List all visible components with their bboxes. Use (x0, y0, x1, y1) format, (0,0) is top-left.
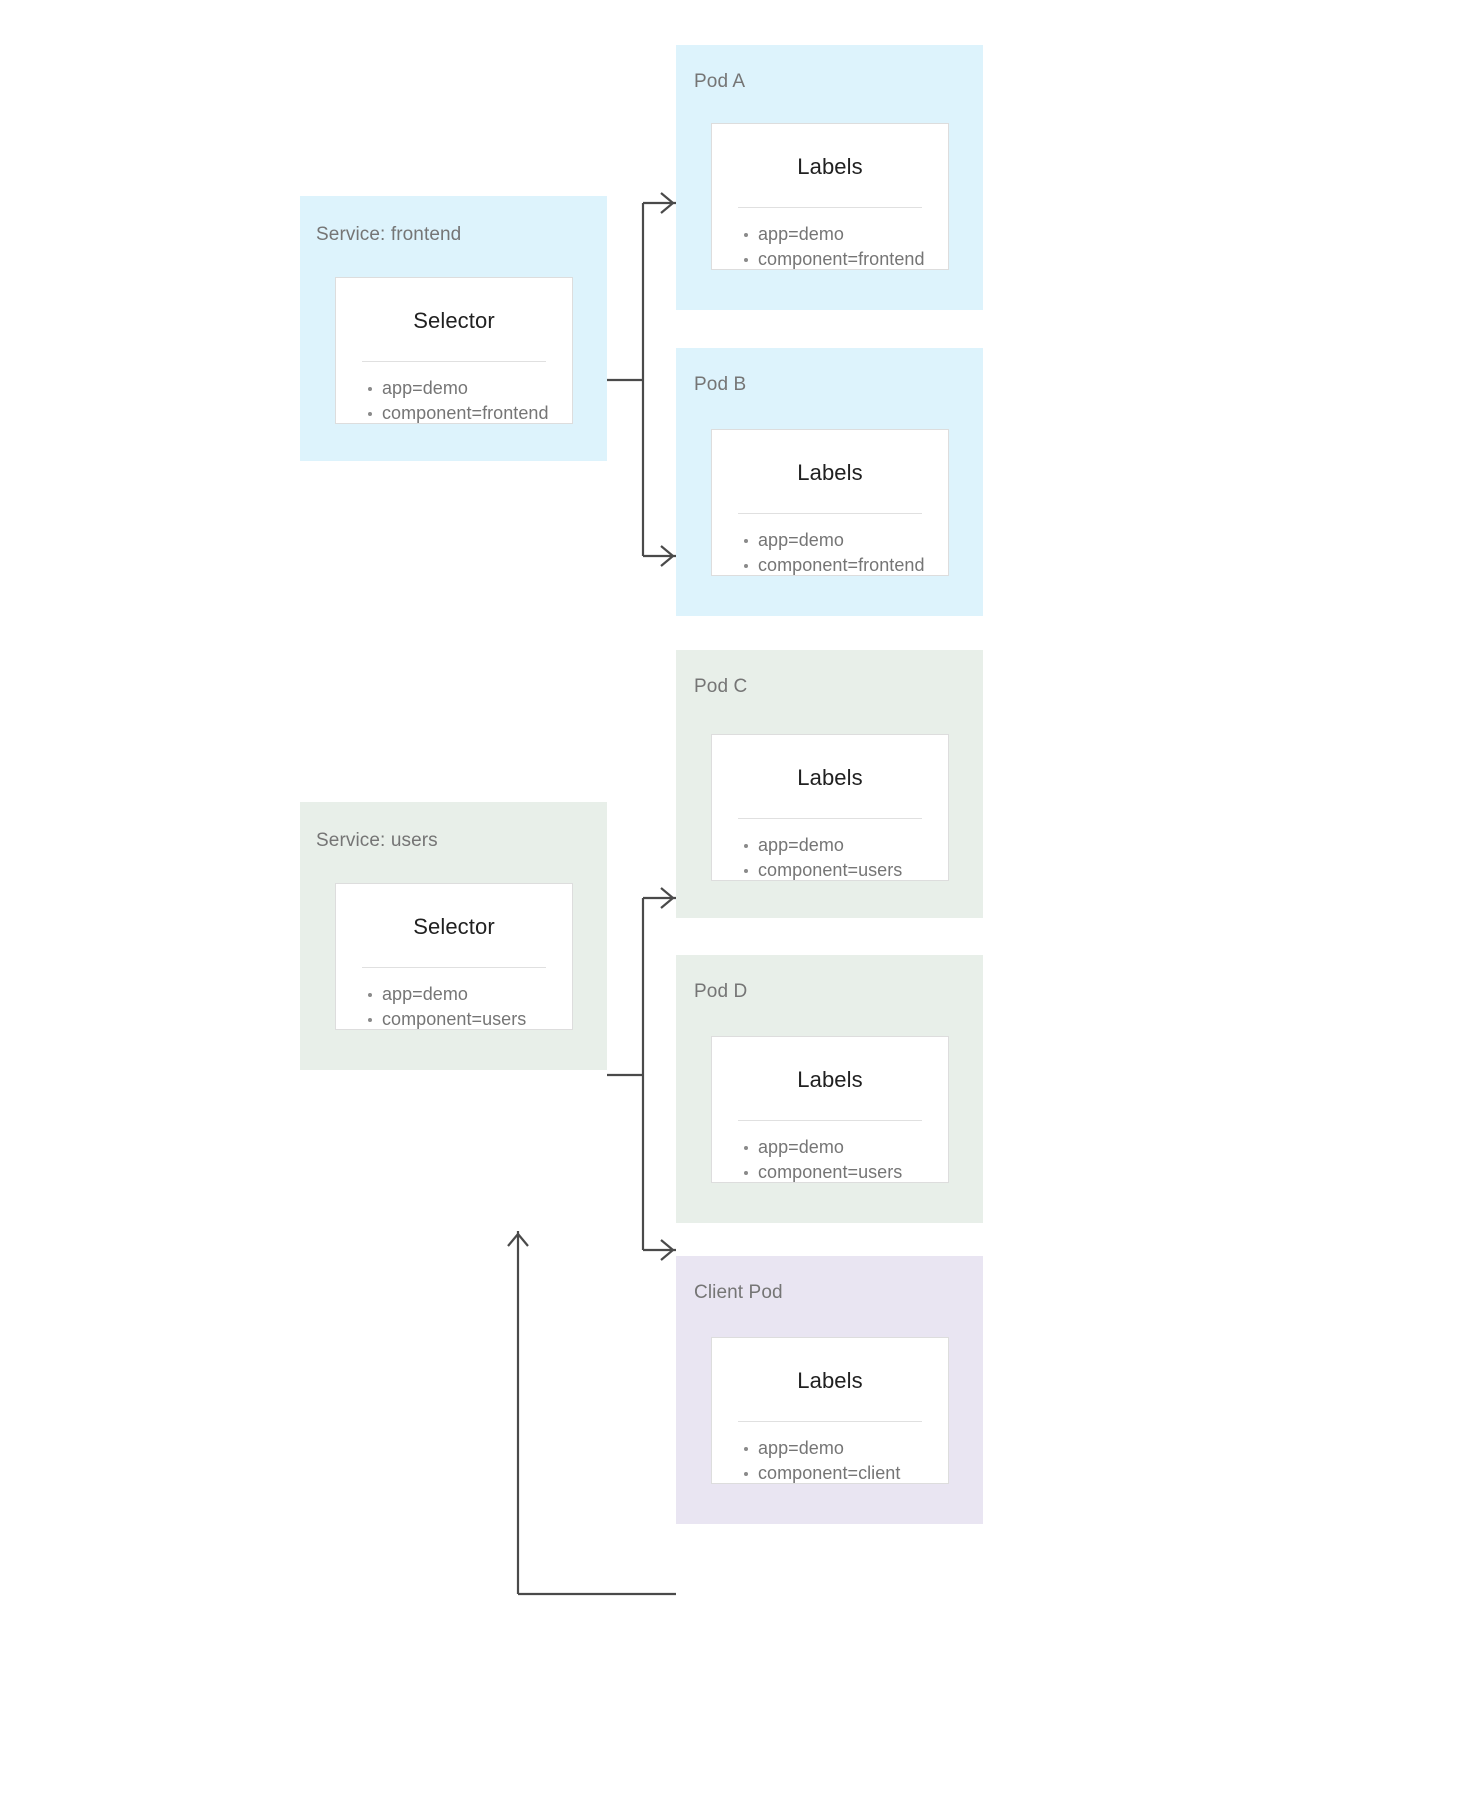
group-pod-d[interactable]: Pod D Labels app=demo component=users (676, 955, 983, 1223)
label-list: app=demo component=frontend (336, 362, 572, 426)
selector-card-users[interactable]: Selector app=demo component=users (335, 883, 573, 1030)
list-item: app=demo (744, 1436, 948, 1461)
group-service-frontend[interactable]: Service: frontend Selector app=demo comp… (300, 196, 607, 461)
card-title: Labels (797, 1067, 863, 1092)
list-item: component=users (368, 1007, 572, 1032)
labels-card-client-pod[interactable]: Labels app=demo component=client (711, 1337, 949, 1484)
list-item: component=users (744, 858, 948, 883)
list-item: app=demo (744, 1135, 948, 1160)
list-item: app=demo (744, 833, 948, 858)
card-title: Selector (413, 308, 495, 333)
group-title-pod-c: Pod C (694, 676, 748, 697)
card-divider (738, 1421, 922, 1422)
group-pod-b[interactable]: Pod B Labels app=demo component=frontend (676, 348, 983, 616)
card-divider (738, 207, 922, 208)
group-title-pod-d: Pod D (694, 981, 748, 1002)
card-divider (362, 967, 546, 968)
label-list: app=demo component=users (712, 1121, 948, 1185)
group-pod-c[interactable]: Pod C Labels app=demo component=users (676, 650, 983, 918)
labels-card-pod-b[interactable]: Labels app=demo component=frontend (711, 429, 949, 576)
connector-client-to-users (507, 1231, 676, 1596)
list-item: app=demo (368, 376, 572, 401)
label-list: app=demo component=frontend (712, 514, 948, 578)
card-divider (738, 513, 922, 514)
group-title-service-frontend: Service: frontend (316, 224, 462, 245)
connector-users-branch (607, 887, 676, 1261)
card-divider (738, 818, 922, 819)
labels-card-pod-c[interactable]: Labels app=demo component=users (711, 734, 949, 881)
group-title-client-pod: Client Pod (694, 1282, 783, 1303)
group-service-users[interactable]: Service: users Selector app=demo compone… (300, 802, 607, 1070)
label-list: app=demo component=client (712, 1422, 948, 1486)
card-title: Labels (797, 1368, 863, 1393)
card-title: Labels (797, 765, 863, 790)
card-title: Labels (797, 154, 863, 179)
group-pod-a[interactable]: Pod A Labels app=demo component=frontend (676, 45, 983, 310)
list-item: app=demo (368, 982, 572, 1007)
label-list: app=demo component=users (336, 968, 572, 1032)
group-title-pod-b: Pod B (694, 374, 747, 395)
list-item: app=demo (744, 528, 948, 553)
labels-card-pod-a[interactable]: Labels app=demo component=frontend (711, 123, 949, 270)
connector-frontend-branch (607, 192, 676, 567)
group-client-pod[interactable]: Client Pod Labels app=demo component=cli… (676, 1256, 983, 1524)
list-item: component=client (744, 1461, 948, 1486)
list-item: component=frontend (744, 247, 948, 272)
card-title: Labels (797, 460, 863, 485)
list-item: app=demo (744, 222, 948, 247)
group-title-service-users: Service: users (316, 830, 438, 851)
selector-card-frontend[interactable]: Selector app=demo component=frontend (335, 277, 573, 424)
label-list: app=demo component=users (712, 819, 948, 883)
list-item: component=users (744, 1160, 948, 1185)
group-title-pod-a: Pod A (694, 71, 746, 92)
card-divider (738, 1120, 922, 1121)
card-divider (362, 361, 546, 362)
label-list: app=demo component=frontend (712, 208, 948, 272)
labels-card-pod-d[interactable]: Labels app=demo component=users (711, 1036, 949, 1183)
list-item: component=frontend (744, 553, 948, 578)
card-title: Selector (413, 914, 495, 939)
list-item: component=frontend (368, 401, 572, 426)
